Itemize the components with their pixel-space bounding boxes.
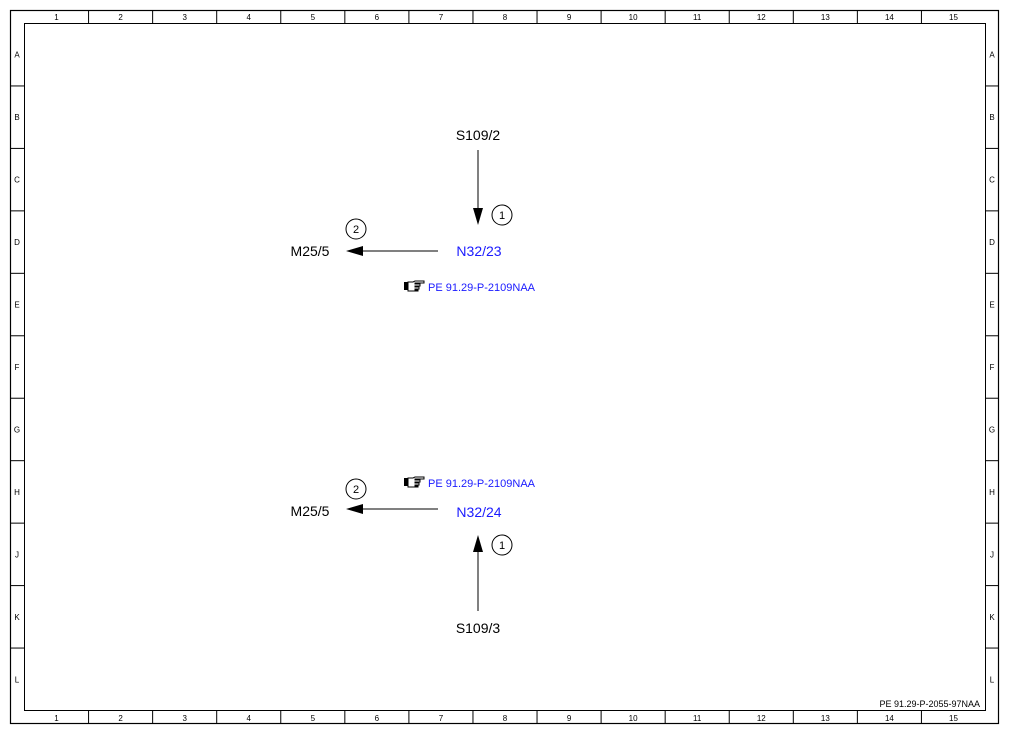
row-label: G: [989, 425, 995, 434]
inner-frame: [24, 23, 986, 711]
row-label: L: [990, 675, 995, 684]
row-label: B: [989, 113, 994, 122]
column-label: 3: [182, 714, 187, 723]
upper-circuit: S109/2 1 N32/23 2 M25/5 PE 91.29-P-2109N…: [291, 127, 536, 294]
column-label: 12: [757, 13, 766, 22]
row-label: F: [15, 363, 20, 372]
document-id: PE 91.29-P-2055-97NAA: [879, 699, 980, 709]
column-label: 10: [629, 13, 638, 22]
upper-module-link[interactable]: N32/23: [456, 243, 501, 259]
column-label: 10: [629, 714, 638, 723]
column-label: 15: [949, 13, 958, 22]
upper-marker-1-label: 1: [499, 210, 505, 222]
upper-marker-2-label: 2: [353, 224, 359, 236]
column-label: 5: [311, 13, 316, 22]
lower-reference-text: PE 91.29-P-2109NAA: [428, 478, 536, 490]
column-label: 13: [821, 13, 830, 22]
column-label: 1: [54, 13, 59, 22]
row-label: B: [14, 113, 19, 122]
row-label: E: [989, 301, 994, 310]
left-row-ticks: A B C D E F G H J K L: [10, 51, 25, 684]
row-label: A: [14, 51, 20, 60]
row-label: H: [14, 488, 20, 497]
column-label: 9: [567, 714, 572, 723]
row-label: E: [14, 301, 19, 310]
row-label: G: [14, 425, 20, 434]
upper-marker-1-circle: [491, 204, 513, 226]
column-label: 8: [503, 13, 508, 22]
column-label: 13: [821, 714, 830, 723]
pointing-hand-icon: [404, 280, 425, 292]
row-label: L: [15, 675, 20, 684]
column-label: 2: [118, 714, 123, 723]
pointing-hand-icon: [404, 476, 425, 488]
lower-marker-2-circle: [345, 478, 367, 500]
row-label: C: [989, 176, 995, 185]
row-label: J: [15, 550, 19, 559]
lower-circuit: PE 91.29-P-2109NAA N32/24 2 M25/5 1 S109…: [291, 476, 536, 636]
lower-left-arrowhead: [346, 504, 363, 514]
row-label: D: [14, 238, 20, 247]
lower-target-label: M25/5: [291, 503, 330, 519]
column-label: 6: [375, 13, 380, 22]
row-label: K: [14, 613, 20, 622]
upper-left-arrowhead: [346, 246, 363, 256]
lower-up-arrowhead: [473, 535, 483, 552]
lower-module-link[interactable]: N32/24: [456, 504, 501, 520]
column-label: 8: [503, 714, 508, 723]
column-label: 12: [757, 714, 766, 723]
column-label: 3: [182, 13, 187, 22]
right-row-ticks: A B C D E F G H J K L: [985, 51, 999, 684]
row-label: F: [990, 363, 995, 372]
column-label: 1: [54, 714, 59, 723]
outer-frame: [9, 9, 1000, 725]
column-label: 6: [375, 714, 380, 723]
upper-marker-2-circle: [345, 218, 367, 240]
column-label: 11: [693, 13, 702, 22]
column-label: 14: [885, 13, 894, 22]
column-label: 5: [311, 714, 316, 723]
row-label: D: [989, 238, 995, 247]
column-label: 7: [439, 13, 444, 22]
column-label: 9: [567, 13, 572, 22]
row-label: A: [989, 51, 995, 60]
row-label: J: [990, 550, 994, 559]
upper-reference-link[interactable]: PE 91.29-P-2109NAA: [404, 280, 536, 294]
lower-reference-link[interactable]: PE 91.29-P-2109NAA: [404, 476, 536, 490]
upper-reference-text: PE 91.29-P-2109NAA: [428, 282, 536, 294]
lower-marker-2-label: 2: [353, 484, 359, 496]
upper-down-arrowhead: [473, 208, 483, 225]
upper-target-label: M25/5: [291, 243, 330, 259]
row-label: K: [989, 613, 995, 622]
lower-marker-1-label: 1: [499, 540, 505, 552]
column-label: 4: [247, 714, 252, 723]
row-label: H: [989, 488, 995, 497]
column-label: 7: [439, 714, 444, 723]
column-label: 2: [118, 13, 123, 22]
lower-source-label: S109/3: [456, 620, 501, 636]
column-label: 11: [693, 714, 702, 723]
column-label: 4: [247, 13, 252, 22]
column-label: 14: [885, 714, 894, 723]
upper-source-label: S109/2: [456, 127, 501, 143]
row-label: C: [14, 176, 20, 185]
column-label: 15: [949, 714, 958, 723]
lower-marker-1-circle: [491, 534, 513, 556]
